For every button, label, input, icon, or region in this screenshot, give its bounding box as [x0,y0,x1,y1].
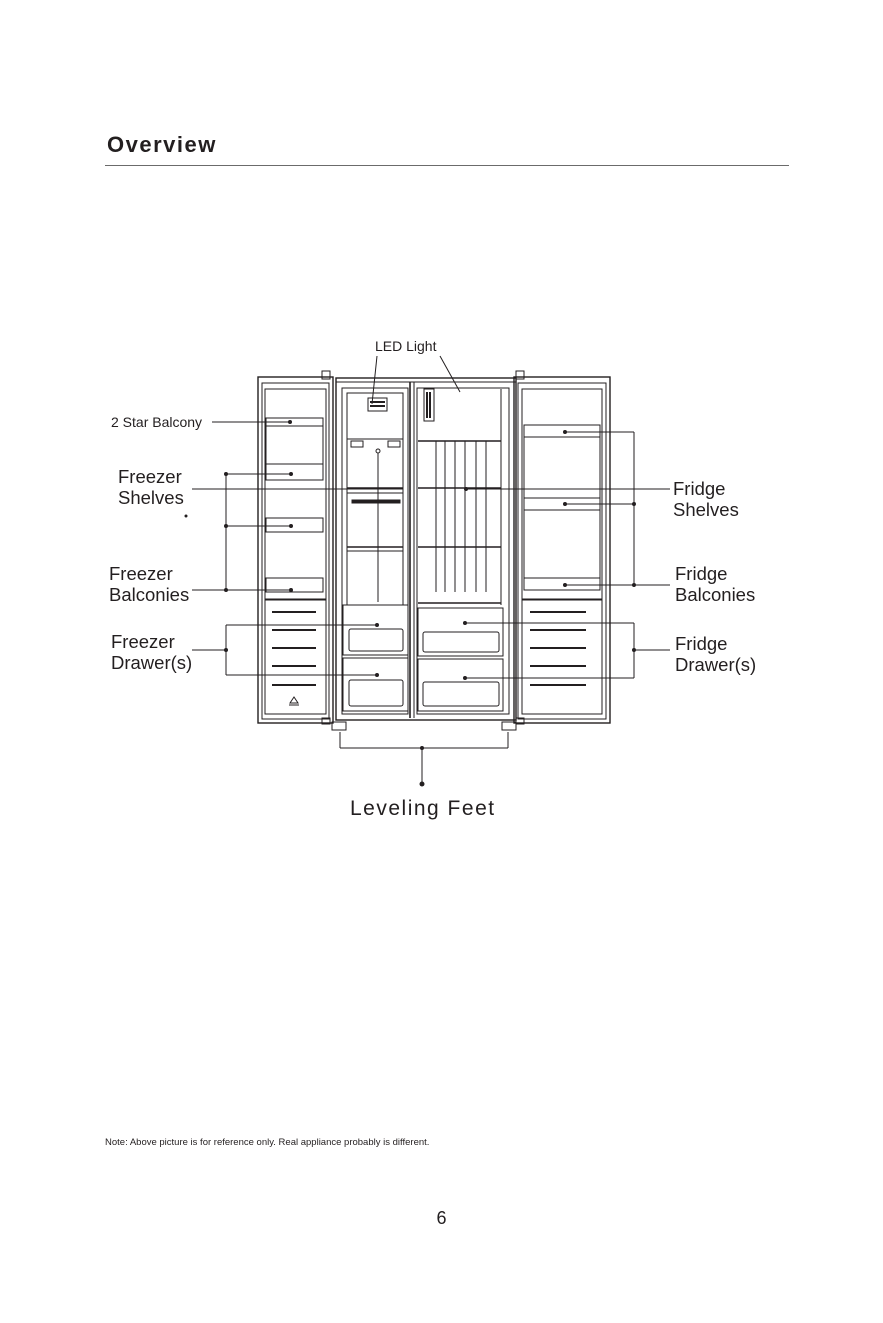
fridge-door [514,371,610,724]
label-freezer-balconies: Freezer Balconies [109,563,189,606]
label-led-light: LED Light [375,338,436,354]
page-number: 6 [0,1208,883,1229]
label-fridge-shelves: Fridge Shelves [673,478,739,521]
label-leveling-feet: Leveling Feet [350,797,496,821]
cabinet [332,378,516,730]
label-fridge-drawers: Fridge Drawer(s) [675,633,756,676]
label-freezer-shelves: Freezer Shelves [118,466,184,509]
recycle-icon [290,697,298,703]
label-2-star-balcony: 2 Star Balcony [111,414,202,430]
reference-note: Note: Above picture is for reference onl… [105,1137,429,1148]
label-fridge-balconies: Fridge Balconies [675,563,755,606]
label-freezer-drawers: Freezer Drawer(s) [111,631,192,674]
freezer-door [258,371,333,724]
